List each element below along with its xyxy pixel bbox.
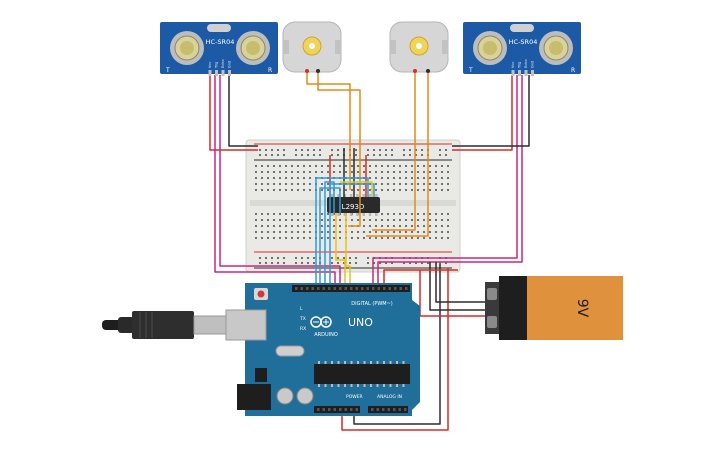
wire-blue-3 — [315, 177, 369, 285]
arduino-analog-label: ANALOG IN — [377, 394, 402, 400]
wire-left-gnd — [228, 75, 258, 147]
sensor-pin-header — [208, 70, 231, 76]
sensor-left-corner-r: R — [268, 67, 272, 74]
ultrasonic-sensor-right: HC-SR04 T R — [463, 22, 581, 76]
dc-motor-left — [282, 21, 342, 73]
wire-right-gnd — [452, 75, 530, 147]
wire-motor-right-b — [366, 72, 429, 237]
wire-red-short — [383, 269, 458, 285]
wire-battery-black — [435, 262, 497, 303]
arduino-power-label: POWER — [346, 394, 363, 400]
sensor-pin-label: Trig — [518, 62, 522, 69]
arduino-uno: DIGITAL (PWM~) UNO ARDUINO TX RX L POWER… — [225, 283, 420, 416]
arduino-l-label: L — [300, 306, 303, 312]
wire-arduino-gnd — [353, 264, 441, 425]
battery-9v: 9V — [485, 276, 623, 340]
arduino-brand: ARDUINO — [314, 332, 338, 338]
wire-blue-4 — [329, 183, 375, 285]
wire-motor-right-a — [372, 72, 416, 231]
wire-right-vcc — [452, 75, 513, 151]
sensor-pin-label: Gnd — [531, 61, 535, 68]
wire-right-echo — [377, 75, 523, 285]
sensor-pin-label: Vcc — [208, 62, 212, 68]
wire-left-echo — [219, 75, 341, 285]
usb-cable — [102, 311, 227, 339]
arduino-logo — [310, 316, 332, 328]
ultrasonic-sensor-left: HC-SR04 T R — [160, 22, 278, 76]
battery-label: 9V — [574, 299, 590, 318]
sensor-pin-header — [511, 70, 534, 76]
sensor-pin-label: Vcc — [511, 62, 515, 68]
wire-motor-left-b — [317, 72, 361, 227]
arduino-tx-label: TX — [299, 316, 306, 322]
sensor-right-corner-t: T — [468, 67, 473, 74]
arduino-rx-label: RX — [300, 326, 306, 332]
digital-header-pins — [295, 287, 408, 290]
sensor-pin-label: Echo — [524, 60, 528, 69]
chip-pins — [331, 194, 378, 216]
chip-label: L293D — [342, 203, 365, 211]
wire-motor-left-a — [306, 72, 351, 190]
mcu-pins — [318, 361, 405, 387]
wire-left-vcc — [209, 75, 258, 151]
sensor-right-corner-r: R — [571, 67, 575, 74]
l293d-chip: L293D — [327, 194, 380, 216]
wire-yellow-1 — [335, 213, 346, 285]
wires — [209, 72, 530, 431]
wire-yellow-3 — [340, 181, 373, 197]
wire-yellow-2 — [345, 213, 351, 285]
wire-arduino-5v — [341, 268, 449, 431]
sensor-pin-label: Trig — [215, 62, 219, 69]
sensor-left-model: HC-SR04 — [206, 38, 235, 46]
sensor-left-corner-t: T — [165, 67, 170, 74]
sensor-pin-label: Echo — [221, 60, 225, 69]
wire-right-trig — [372, 75, 518, 285]
wire-blue-1 — [324, 181, 335, 285]
sensor-right-model: HC-SR04 — [509, 38, 538, 46]
dc-motor-right — [389, 21, 449, 73]
arduino-digital-label: DIGITAL (PWM~) — [351, 301, 393, 307]
wire-left-trig — [214, 75, 336, 285]
arduino-model: UNO — [348, 316, 373, 329]
power-analog-header-pins — [317, 408, 407, 411]
sensor-pin-label: Gnd — [228, 61, 232, 68]
wire-battery-pos — [429, 262, 497, 311]
